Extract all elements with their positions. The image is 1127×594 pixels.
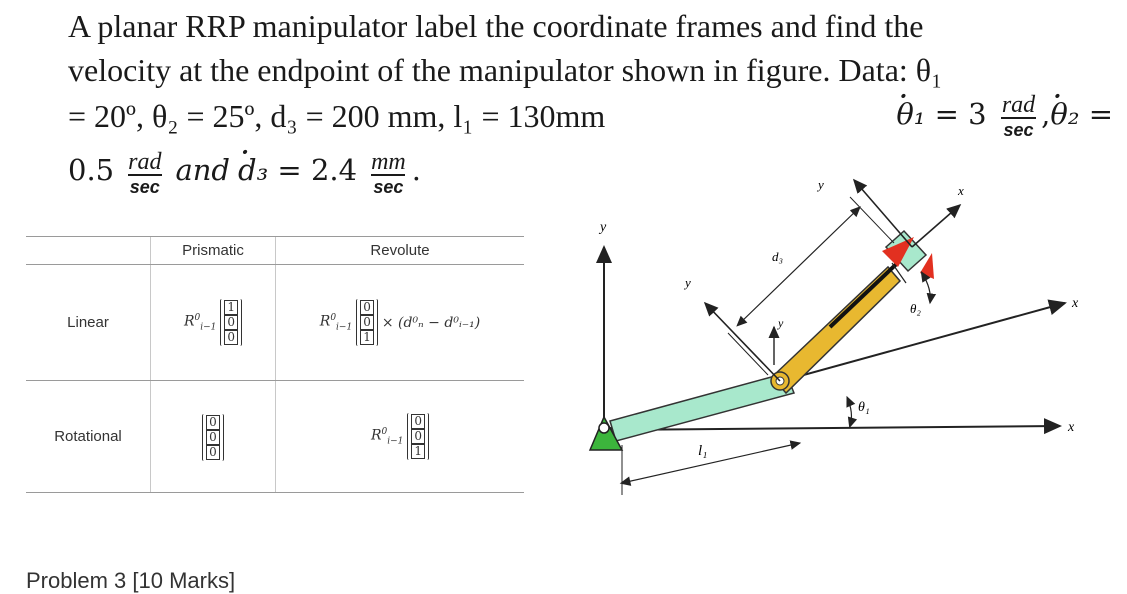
d3-dot-symbol: d₃ (238, 130, 268, 192)
piston-cylinder (770, 265, 902, 395)
theta1-arc (846, 395, 858, 429)
next-problem-heading-cut: Problem 3 [10 Marks] (26, 568, 236, 593)
problem-line-2: velocity at the endpoint of the manipula… (68, 52, 943, 88)
problem-line-4: 0.5 rad sec and d₃ = 2.4 mm sec . (68, 130, 1113, 197)
theta1-dot-expression: θ₁ = 3 rad sec ,θ₂ = (896, 74, 1113, 140)
fraction-mm-per-sec: mm sec (371, 148, 406, 197)
d3-label: d₃ (772, 249, 783, 264)
problem-line-1: A planar RRP manipulator label the coord… (68, 8, 924, 44)
x-label-tip: x (957, 183, 964, 198)
theta2-label: θ₂ (910, 301, 921, 316)
theta1-label: θ₁ (858, 400, 870, 415)
problem-line-3: = 20º, θ₂ = 25º, d₃ = 200 mm, l₁ = 130mm… (68, 74, 1113, 140)
d3-dimension (736, 206, 861, 327)
gripper-arrow-red-upper (882, 237, 914, 267)
row-label-rotational: Rotational (26, 380, 151, 493)
theta2-arc (920, 270, 937, 305)
header-prismatic: Prismatic (150, 236, 276, 265)
y-axis-tip (852, 178, 913, 248)
x-label-lower: x (1067, 420, 1075, 435)
row-label-linear: Linear (26, 264, 151, 381)
base-joint-icon (598, 422, 610, 434)
manipulator-figure: y x x l₁ θ₁ y x y y d₃ θ₂ (588, 177, 1079, 495)
x-axis-tip (911, 203, 962, 248)
y-label-top: y (816, 177, 824, 192)
x-label-upper: x (1071, 296, 1079, 311)
y-axis-joint2 (703, 301, 781, 382)
l1-label: l₁ (698, 443, 707, 459)
given-values: = 20º, θ₂ = 25º, d₃ = 200 mm, l₁ = 130mm (68, 97, 606, 134)
header-revolute: Revolute (275, 236, 524, 265)
x-axis-base (603, 418, 1062, 435)
y-label-mid: y (777, 316, 784, 330)
fraction-rad-per-sec-2: rad sec (127, 148, 162, 197)
link1-body (609, 372, 796, 442)
y-label-left: y (598, 220, 607, 235)
problem-statement: A planar RRP manipulator label the coord… (68, 4, 1113, 196)
cross-product-expression: × (d⁰ₙ − d⁰ᵢ₋₁) (381, 314, 481, 331)
fraction-rad-per-sec: rad sec (1001, 92, 1036, 140)
base-support (588, 415, 624, 451)
y-label-frame: y (683, 275, 691, 290)
l1-dimension (619, 440, 802, 486)
